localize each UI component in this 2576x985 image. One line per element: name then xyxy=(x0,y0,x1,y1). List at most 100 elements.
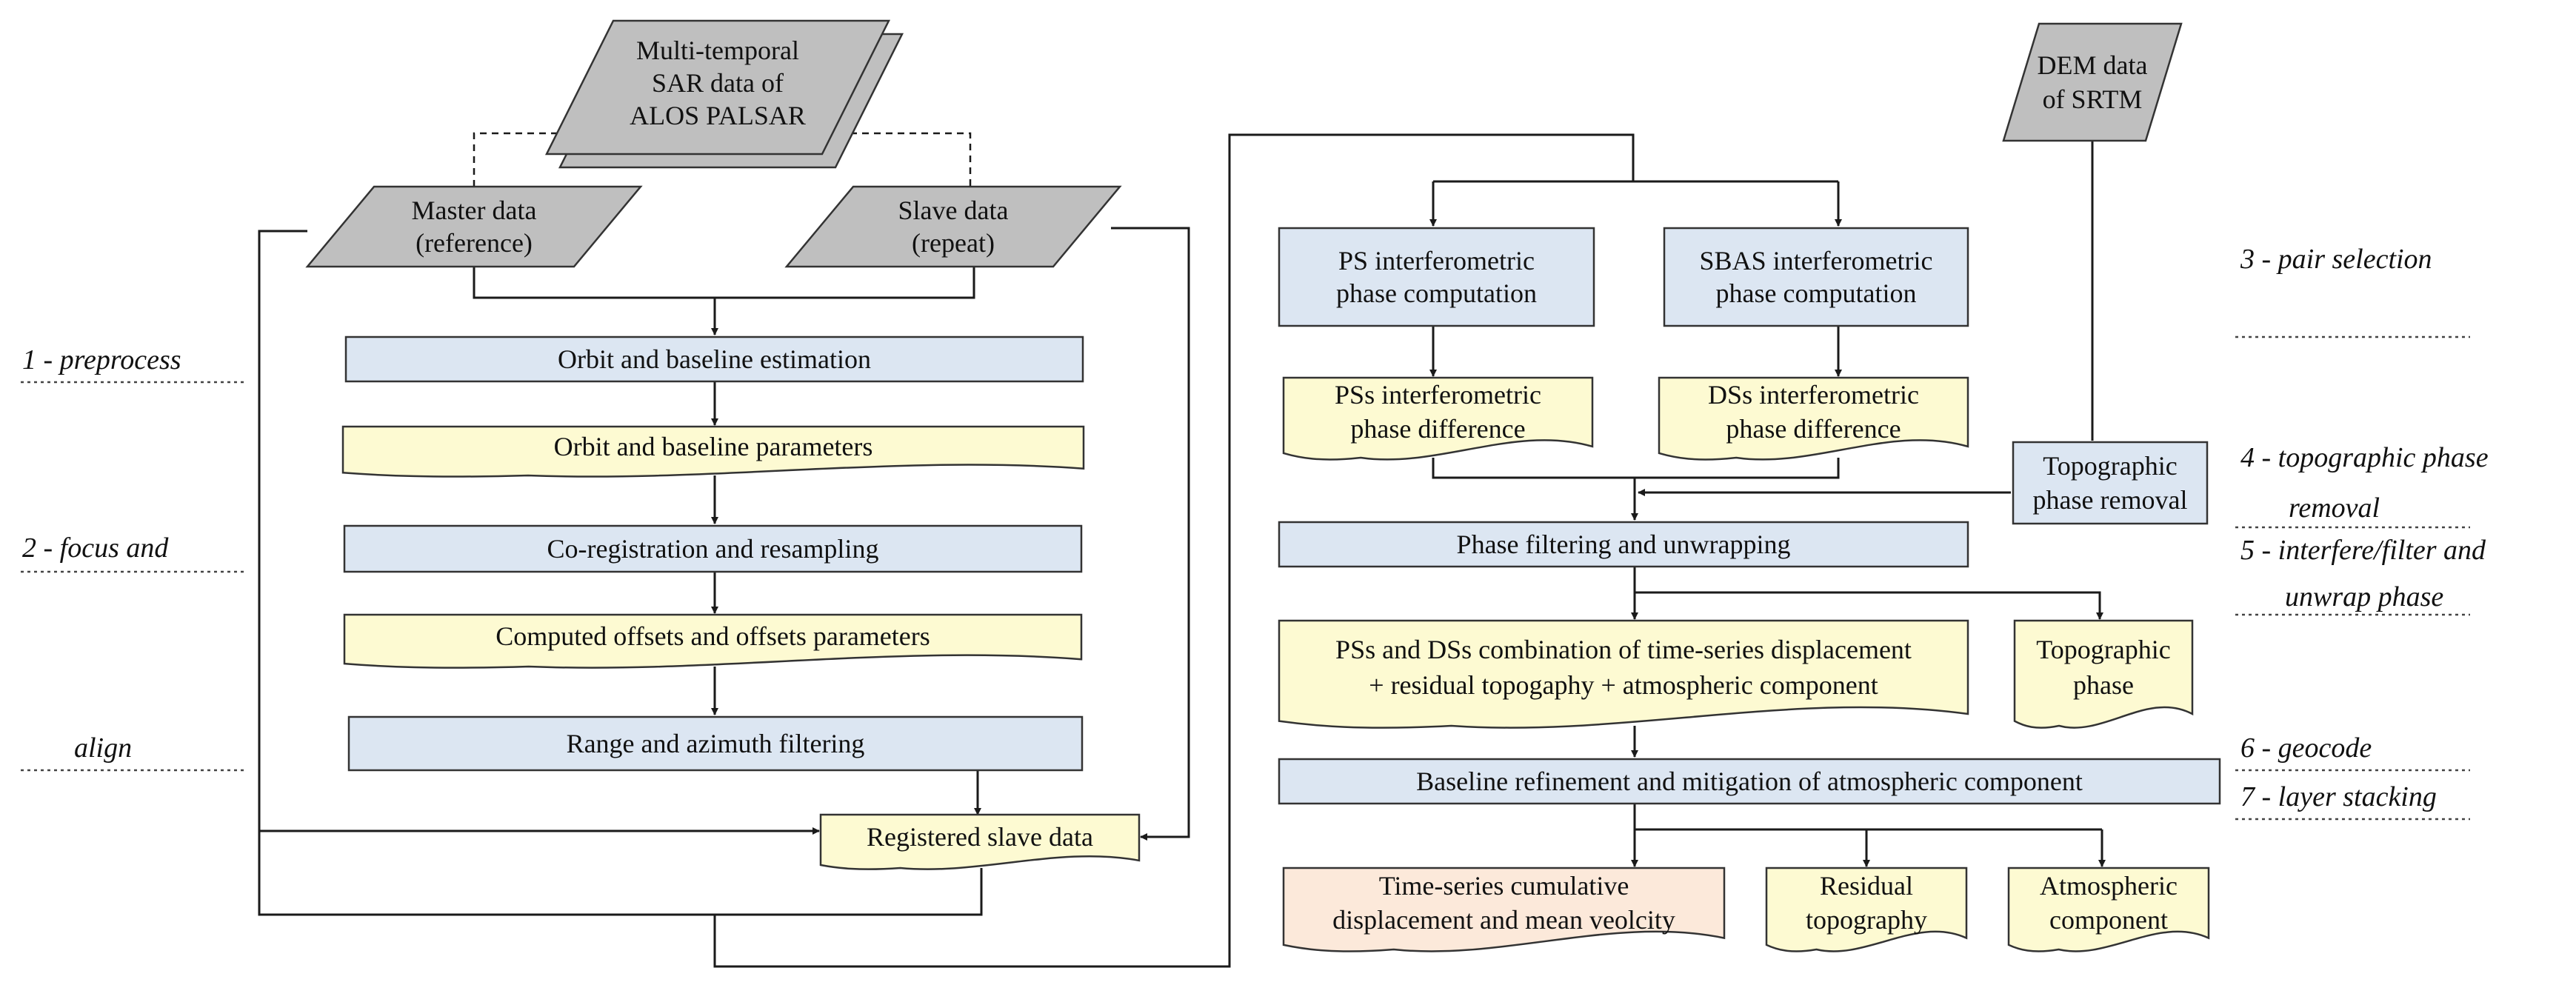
node-range-filter: Range and azimuth filtering xyxy=(347,715,1084,772)
step-label-align: align xyxy=(74,732,132,764)
node-label: topography xyxy=(1806,905,1927,935)
node-slave-shape xyxy=(784,185,1122,268)
node-label: Topographic xyxy=(2036,635,2170,664)
node-atmospheric-shape xyxy=(2007,867,2210,952)
node-label: + residual topogaphy + atmospheric compo… xyxy=(1369,670,1878,700)
node-dem-shape xyxy=(2002,22,2183,142)
node-registered-shape xyxy=(819,813,1141,870)
edge-master-merge xyxy=(473,267,975,299)
node-phase-filter: Phase filtering and unwrapping xyxy=(1278,521,1969,568)
step-labels: 1 - preprocess 2 - focus and align 3 - p… xyxy=(21,244,2489,821)
node-slave: Slave data (repeat) xyxy=(784,185,1122,268)
node-label: PS interferometric xyxy=(1338,246,1535,276)
node-phase_filter-shape xyxy=(1278,521,1969,568)
node-label: Baseline refinement and mitigation of at… xyxy=(1416,767,2083,796)
step-label-preprocess: 1 - preprocess xyxy=(22,344,181,375)
node-orbit_params-shape xyxy=(341,425,1085,478)
node-topo-phase: Topographic phase xyxy=(2013,619,2194,729)
edge-slave-registered xyxy=(1111,227,1190,841)
node-sbas_comp-shape xyxy=(1663,227,1969,327)
node-cumulative-shape xyxy=(1282,867,1726,952)
node-label: SAR data of xyxy=(652,68,784,98)
node-label: Orbit and baseline estimation xyxy=(558,344,871,374)
node-label: Slave data xyxy=(898,196,1009,225)
step-label-geocode: 6 - geocode xyxy=(2240,732,2372,764)
node-topo_phase-shape xyxy=(2013,619,2194,729)
node-label: phase difference xyxy=(1350,414,1525,444)
node-registered: Registered slave data xyxy=(819,813,1141,870)
node-label: PSs and DSs combination of time-series d… xyxy=(1335,635,1912,664)
edge-registered-to-phase xyxy=(713,133,1635,968)
node-label: DSs interferometric xyxy=(1708,380,1919,410)
edge-registered-loop xyxy=(258,831,983,916)
node-ps_diff-shape xyxy=(1282,376,1594,461)
node-ps_comp-shape xyxy=(1278,227,1595,327)
node-label: Phase filtering and unwrapping xyxy=(1457,530,1791,559)
node-label: Atmospheric xyxy=(2040,871,2178,901)
node-residual-shape xyxy=(1765,867,1968,952)
node-coreg: Co-registration and resampling xyxy=(343,524,1083,573)
node-label: (repeat) xyxy=(912,228,995,258)
node-label: Time-series cumulative xyxy=(1379,871,1629,901)
node-label: PSs interferometric xyxy=(1335,380,1541,410)
step-label-focus: 2 - focus and xyxy=(22,532,169,564)
node-orbit-est: Orbit and baseline estimation xyxy=(344,335,1084,383)
node-combination: PSs and DSs combination of time-series d… xyxy=(1278,619,1969,729)
node-label: Master data xyxy=(412,196,537,225)
node-combination-shape xyxy=(1278,619,1969,729)
node-label: phase computation xyxy=(1716,278,1917,308)
node-label: of SRTM xyxy=(2043,84,2143,114)
node-offsets-shape xyxy=(343,613,1083,669)
node-label: component xyxy=(2049,905,2168,935)
node-label: displacement and mean veolcity xyxy=(1332,905,1675,935)
node-label: DEM data xyxy=(2038,50,2148,80)
node-label: Range and azimuth filtering xyxy=(567,729,865,758)
node-ps-diff: PSs interferometric phase difference xyxy=(1282,376,1594,461)
step-label-topographic: 4 - topographic phase xyxy=(2240,442,2489,473)
step-label-stacking: 7 - layer stacking xyxy=(2240,781,2437,812)
node-label: Orbit and baseline parameters xyxy=(554,432,873,461)
node-coreg-shape xyxy=(343,524,1083,573)
node-label: Multi-temporal xyxy=(636,36,799,65)
step-label-pair: 3 - pair selection xyxy=(2240,244,2432,275)
edge-diffs-merge xyxy=(1432,458,1840,479)
node-label: phase computation xyxy=(1336,278,1537,308)
node-label: ALOS PALSAR xyxy=(630,101,806,130)
edge-master-registered xyxy=(258,230,820,835)
node-atmospheric: Atmospheric component xyxy=(2007,867,2210,952)
node-label: Registered slave data xyxy=(867,822,1093,852)
node-offsets: Computed offsets and offsets parameters xyxy=(343,613,1083,669)
node-ds_diff-shape xyxy=(1658,376,1969,461)
step-label-topographic-2: removal xyxy=(2289,492,2380,524)
node-orbit-params: Orbit and baseline parameters xyxy=(341,425,1085,478)
node-label: Residual xyxy=(1820,871,1913,901)
node-sar-shape xyxy=(544,19,891,156)
node-baseline-ref: Baseline refinement and mitigation of at… xyxy=(1278,758,2221,805)
edge-filter-topophase xyxy=(1635,591,2103,620)
node-label: (reference) xyxy=(416,228,533,258)
dashed-link-slave xyxy=(815,132,972,187)
node-topo-removal: Topographic phase removal xyxy=(2012,441,2209,525)
node-range_filter-shape xyxy=(347,715,1084,772)
node-label: phase removal xyxy=(2033,485,2188,515)
node-orbit_est-shape xyxy=(344,335,1084,383)
node-label: Topographic xyxy=(2043,451,2177,481)
step-label-interfere-2: unwrap phase xyxy=(2285,581,2443,612)
node-master: Master data (reference) xyxy=(305,185,643,268)
node-master-shape xyxy=(305,185,643,268)
step-label-interfere: 5 - interfere/filter and xyxy=(2240,535,2486,566)
node-topo_removal-shape xyxy=(2012,441,2209,525)
node-baseline_ref-shape xyxy=(1278,758,2221,805)
node-label: SBAS interferometric xyxy=(1700,246,1933,276)
connectors xyxy=(258,132,2106,968)
node-label: phase xyxy=(2073,670,2134,700)
node-residual: Residual topography xyxy=(1765,867,1968,952)
node-dem: DEM data of SRTM xyxy=(2002,22,2183,142)
node-label: Co-registration and resampling xyxy=(547,534,879,564)
